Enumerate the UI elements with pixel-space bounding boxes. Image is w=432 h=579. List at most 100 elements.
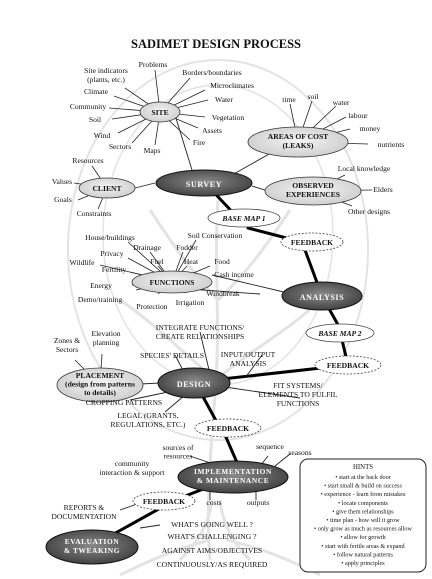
areas-of-cost-label: AREAS OF COST(LEAKS) — [268, 132, 328, 150]
implementation-node — [177, 460, 289, 494]
feedback-node-1 — [280, 232, 344, 252]
functions-spoke-0: House/buildings — [85, 233, 135, 242]
page-title: SADIMET DESIGN PROCESS — [131, 37, 301, 51]
functions-spoke-13: Protection — [136, 302, 167, 311]
observed-experiences-node — [264, 176, 362, 206]
analysis-node — [281, 281, 363, 311]
observed-spoke-0: Local knowledge — [338, 164, 391, 173]
survey-label: SURVEY — [186, 180, 222, 189]
site-spoke-8: Maps — [144, 146, 161, 155]
placement-spoke-0: Zones &Sectors — [54, 336, 80, 354]
hint-item: • only grow as much as resources allow — [314, 526, 412, 533]
feedback-node-4 — [132, 491, 196, 511]
areas-of-cost-node — [247, 126, 349, 158]
areas-spoke-5: nutrients — [378, 140, 405, 149]
site-label: SITE — [151, 108, 168, 117]
site-spoke-10: Wind — [94, 131, 111, 140]
client-node — [78, 177, 136, 199]
design-node — [157, 367, 231, 399]
cropping-patterns-text: CROPPING PATTERNS — [86, 398, 162, 407]
areas-spoke-3: labour — [348, 111, 368, 120]
functions-spoke-6: Fuel — [150, 257, 164, 266]
site-spoke-1: Problems — [139, 60, 168, 69]
client-spoke-0: Resources — [72, 156, 103, 165]
base-map-1-node — [207, 208, 281, 228]
functions-spoke-12: Demo/training — [78, 295, 122, 304]
functions-spoke-1: Soil Conservation — [188, 231, 243, 240]
survey-node — [155, 169, 253, 197]
implementation-label: IMPLEMENTATION& MAINTENANCE — [194, 467, 272, 485]
functions-spoke-2: Drainage — [133, 243, 161, 252]
feedback-node-2 — [314, 355, 382, 375]
functions-spoke-8: Food — [214, 257, 230, 266]
sequence-text: sequence — [256, 442, 284, 451]
functions-spoke-9: Fertility — [102, 265, 127, 274]
placement-node — [56, 367, 144, 403]
species-details-text: SPECIES' DETAILS — [140, 351, 204, 360]
site-spoke-0: Site indicators(plants, etc.) — [84, 66, 128, 84]
areas-spoke-2: water — [333, 98, 350, 107]
hint-item: • start at the back door — [335, 474, 391, 481]
design-label: DESIGN — [177, 380, 211, 389]
hint-item: • follow natural patterns — [333, 551, 393, 558]
functions-node — [131, 270, 213, 294]
base-map-2-node — [305, 323, 375, 343]
feedback-label-4: FEEDBACK — [143, 497, 185, 506]
hint-item: • allow for growth — [340, 534, 386, 541]
feedback-label-1: FEEDBACK — [291, 238, 333, 247]
hints-box — [299, 458, 427, 573]
against-aims-text: AGAINST AIMS/OBJECTIVES — [162, 546, 263, 555]
functions-spoke-4: Privacy — [100, 249, 123, 258]
site-spoke-5: Vegetation — [212, 113, 245, 122]
analysis-label: ANALYSIS — [300, 293, 345, 302]
hints-title: HINTS — [353, 464, 373, 471]
functions-spoke-7: Heat — [184, 257, 199, 266]
feedback-label-3: FEEDBACK — [207, 424, 249, 433]
hint-item: • start small & build on success — [324, 483, 402, 490]
spokes: Site indicators(plants, etc.) ProblemsBor… — [52, 60, 405, 386]
site-node — [139, 101, 181, 123]
feedback-label-2: FEEDBACK — [327, 361, 369, 370]
areas-spoke-4: money — [360, 124, 381, 133]
functions-spoke-3: Fodder — [176, 243, 198, 252]
outputs-text: outputs — [247, 498, 269, 507]
site-spoke-9: Sectors — [109, 142, 131, 151]
functions-spoke-11: Cash income — [214, 270, 254, 279]
areas-spoke-0: time — [282, 95, 296, 104]
functions-spoke-15: Windbreak — [206, 289, 240, 298]
hint-item: • apply principles — [341, 560, 385, 567]
hint-item: • experience - learn from mistakes — [321, 491, 406, 498]
site-spoke-13: Climate — [84, 87, 109, 96]
costs-text: costs — [206, 498, 221, 507]
site-spoke-2: Borders/boundaries — [182, 68, 242, 77]
observed-spoke-2: Other designs — [348, 207, 390, 216]
integrate-text: INTEGRATE FUNCTIONS/CREATE RELATIONSHIPS — [156, 323, 245, 341]
functions-spoke-14: Irrigation — [176, 298, 205, 307]
base-map-2-label: BASE MAP 2 — [317, 329, 361, 338]
evaluation-label: EVALUATION& TWEAKING — [64, 537, 120, 555]
site-spoke-12: Community — [70, 102, 106, 111]
hint-item: • time plan - how will it grow — [326, 517, 400, 524]
seasons-text: seasons — [288, 448, 311, 457]
feedback-node-3 — [194, 418, 262, 438]
site-spoke-4: Water — [215, 95, 233, 104]
site-spoke-6: Assets — [202, 126, 222, 135]
legal-text: LEGAL (GRANTS,REGULATIONS, ETC.) — [111, 411, 186, 429]
functions-spoke-10: Energy — [90, 281, 112, 290]
client-label: CLIENT — [92, 184, 121, 193]
base-map-1-label: BASE MAP 1 — [221, 214, 265, 223]
functions-spoke-5: Wildlife — [70, 258, 96, 267]
client-spoke-1: Values — [52, 177, 72, 186]
hints-list: • start at the back door • start small & … — [314, 474, 412, 567]
hint-item: • give them relationships — [332, 508, 394, 515]
site-spoke-3: Microclimates — [210, 81, 254, 90]
evaluation-node — [45, 529, 139, 565]
